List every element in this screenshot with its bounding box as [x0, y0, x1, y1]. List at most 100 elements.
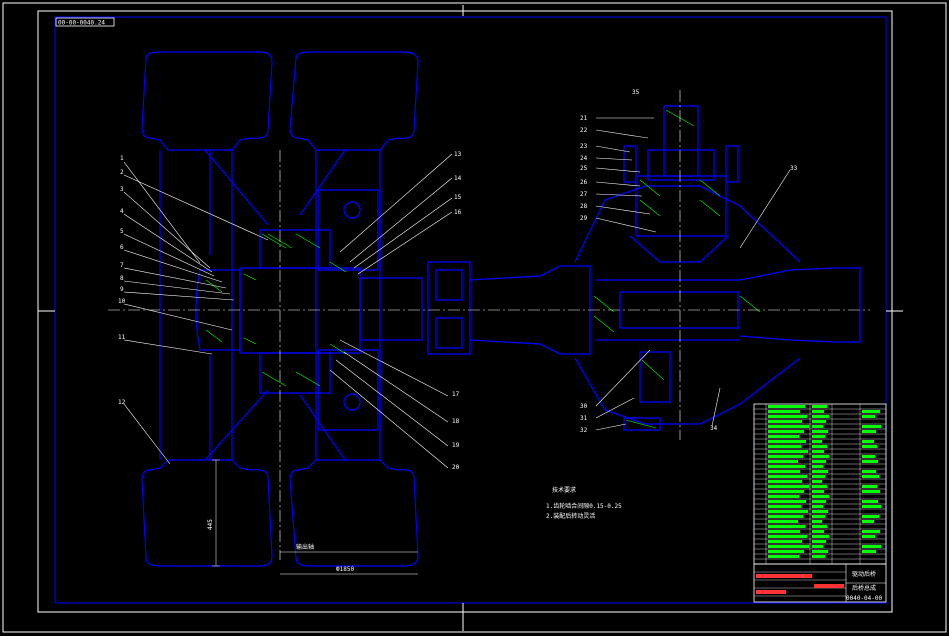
- part-label: 13: [454, 151, 462, 158]
- title-block-title: 驱动后桥: [852, 570, 876, 578]
- part-label: 21: [580, 115, 588, 122]
- part-label: 28: [580, 203, 588, 210]
- table-entry: [862, 445, 877, 448]
- part-label: 2: [120, 169, 124, 176]
- table-entry: [812, 510, 828, 513]
- table-entry: [768, 450, 808, 453]
- table-entry: [768, 500, 806, 503]
- table-entry: [862, 460, 878, 463]
- table-entry: [862, 475, 879, 478]
- tech-note-line: 1.齿轮啮合间隙0.15-0.25: [546, 502, 622, 510]
- table-entry: [862, 500, 878, 503]
- table-entry: [812, 420, 826, 423]
- table-entry: [768, 545, 809, 548]
- table-entry: [768, 505, 801, 508]
- part-labels-mid: 13 14 15 16 17 18 19 20: [452, 151, 462, 471]
- table-entry: [768, 480, 802, 483]
- centerlines: [108, 90, 870, 560]
- part-label: 17: [452, 391, 460, 398]
- table-entry: [812, 435, 825, 438]
- table-entry: [812, 455, 829, 458]
- table-entry: [862, 470, 876, 473]
- table-entry: [812, 530, 824, 533]
- track-dimension: Ф1850: [336, 566, 354, 573]
- table-entry: [812, 500, 826, 503]
- table-entry: [812, 535, 829, 538]
- table-entry: [768, 430, 804, 433]
- part-label: 33: [790, 165, 798, 172]
- part-labels-right: 21 22 23 24 25 26 27 28 29 30 31 32 33 3…: [580, 89, 798, 434]
- part-label: 29: [580, 215, 588, 222]
- table-entry: [768, 405, 805, 408]
- table-entry: [862, 550, 876, 553]
- part-label: 34: [710, 425, 718, 432]
- table-entry: [862, 490, 880, 493]
- table-entry: [768, 540, 802, 543]
- part-label: 35: [632, 89, 640, 96]
- part-label: 22: [580, 127, 588, 134]
- table-entry: [768, 460, 798, 463]
- table-entry: [768, 410, 800, 413]
- table-entry: [812, 485, 827, 488]
- table-entry: [812, 555, 825, 558]
- table-entry: [768, 425, 809, 428]
- table-entry: [768, 475, 807, 478]
- table-entry: [812, 545, 823, 548]
- part-label: 12: [118, 399, 126, 406]
- part-label: 16: [454, 209, 462, 216]
- table-entry: [812, 550, 828, 553]
- table-entry: [812, 470, 828, 473]
- table-entry: [768, 495, 799, 498]
- table-entry: [768, 510, 808, 513]
- part-label: 4: [120, 208, 124, 215]
- table-entry: [812, 430, 828, 433]
- tech-notes-heading: 技术要求: [552, 486, 576, 494]
- part-label: 31: [580, 415, 588, 422]
- title-block: 驱动后桥 后桥总成 0040-04-00: [753, 563, 887, 603]
- table-entry: [768, 555, 799, 558]
- part-label: 5: [120, 228, 124, 235]
- table-entry: [812, 515, 825, 518]
- table-entry: [862, 410, 880, 413]
- table-entry: [768, 520, 798, 523]
- tech-note-line: 2.装配后转动灵活: [546, 512, 595, 520]
- table-entry: [812, 445, 827, 448]
- differential-hatching: [593, 109, 761, 429]
- table-entry: [768, 440, 806, 443]
- table-entry: [862, 415, 875, 418]
- part-label: 3: [120, 186, 124, 193]
- part-label: 32: [580, 427, 588, 434]
- table-entry: [862, 530, 880, 533]
- part-label: 18: [452, 418, 460, 425]
- table-entry: [768, 420, 802, 423]
- table-entry: [812, 540, 826, 543]
- table-entry: [862, 485, 877, 488]
- part-label: 30: [580, 403, 588, 410]
- table-entry: [768, 485, 809, 488]
- part-label: 7: [120, 262, 124, 269]
- table-entry: [812, 490, 824, 493]
- part-label: 14: [454, 175, 462, 182]
- table-entry: [768, 415, 807, 418]
- table-entry: [862, 425, 881, 428]
- part-label: 26: [580, 179, 588, 186]
- tire-height-dimension: 445: [207, 519, 214, 530]
- table-entry: [862, 430, 876, 433]
- table-entry: [768, 530, 800, 533]
- leader-lines: [123, 117, 791, 469]
- table-entry: [768, 515, 803, 518]
- table-entry: [768, 465, 805, 468]
- parts-list-table: [753, 403, 887, 565]
- table-entry: [812, 520, 822, 523]
- table-entry: [768, 470, 800, 473]
- table-entry: [768, 455, 803, 458]
- drawing-number-bottom: 0040-04-00: [846, 595, 883, 602]
- part-label: 8: [120, 275, 124, 282]
- table-entry: [862, 440, 874, 443]
- table-entry: [862, 455, 875, 458]
- drawing-number-box: 00-00-0040.24: [55, 17, 115, 27]
- axle-housing: [469, 185, 861, 425]
- part-labels-left: 1 2 3 4 5 6 7 8 9 10 11 12: [118, 155, 126, 406]
